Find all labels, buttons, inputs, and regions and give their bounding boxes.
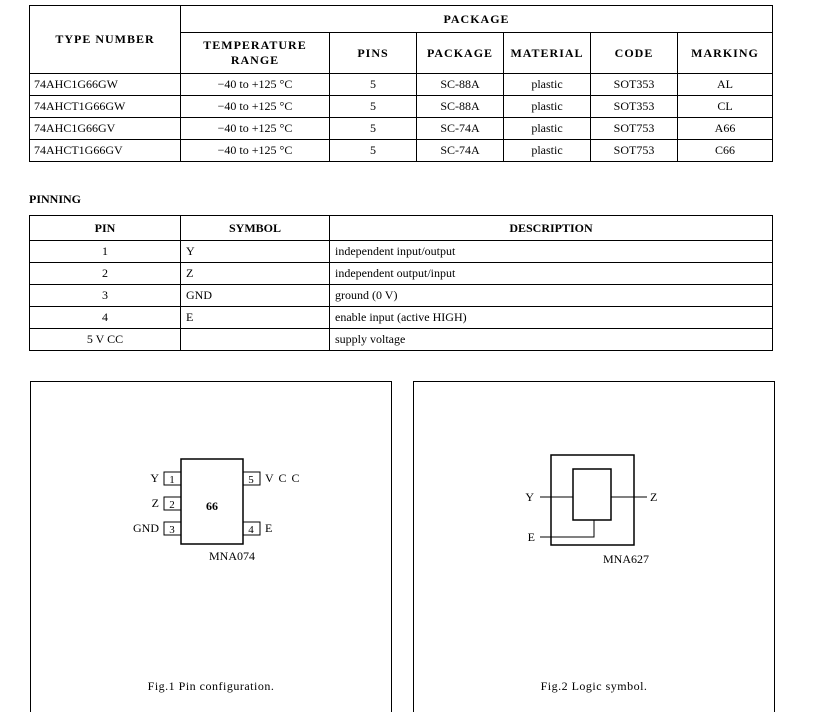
pin-cell: 1 bbox=[29, 240, 181, 263]
pin-3-name: GND bbox=[133, 521, 159, 535]
pin-cell: 2 bbox=[29, 262, 181, 285]
ordering-row: 74AHCT1G66GV −40 to +125 °C 5 SC-74A pla… bbox=[29, 139, 773, 162]
package-cell: SC-88A bbox=[416, 95, 504, 118]
symbol-cell: Y bbox=[180, 240, 330, 263]
code-cell: SOT753 bbox=[590, 139, 678, 162]
marking-cell: C66 bbox=[677, 139, 773, 162]
ordering-row: 74AHC1G66GV −40 to +125 °C 5 SC-74A plas… bbox=[29, 117, 773, 140]
pins-cell: 5 bbox=[329, 139, 417, 162]
pin-1-name: Y bbox=[150, 471, 159, 485]
pin-configuration-figure: 66 1 Y 2 Z 3 GND 5 V C C 4 E MNA074 Fig.… bbox=[30, 381, 392, 712]
description-header: DESCRIPTION bbox=[329, 215, 773, 241]
code-cell: SOT353 bbox=[590, 95, 678, 118]
col-package: PACKAGE bbox=[416, 32, 504, 74]
switch-box bbox=[572, 468, 612, 521]
marking-cell: A66 bbox=[677, 117, 773, 140]
package-cell: SC-88A bbox=[416, 73, 504, 96]
pins-cell: 5 bbox=[329, 73, 417, 96]
figure2-ref: MNA627 bbox=[603, 552, 649, 566]
input-label: Y bbox=[525, 490, 534, 504]
col-temperature-range: TEMPERATURE RANGE bbox=[180, 32, 330, 74]
description-cell: ground (0 V) bbox=[329, 284, 773, 307]
type-number-cell: 74AHC1G66GV bbox=[29, 117, 181, 140]
symbol-cell: GND bbox=[180, 284, 330, 307]
pin-5-number: 5 bbox=[248, 474, 254, 486]
output-label: Z bbox=[650, 490, 657, 504]
ordering-row: 74AHCT1G66GW −40 to +125 °C 5 SC-88A pla… bbox=[29, 95, 773, 118]
pin-cell: 5 V CC bbox=[29, 328, 181, 351]
pin-1-lead bbox=[163, 471, 182, 486]
pin-4-name: E bbox=[265, 521, 272, 535]
symbol-cell: E bbox=[180, 306, 330, 329]
symbol-cell bbox=[180, 328, 330, 351]
symbol-header: SYMBOL bbox=[180, 215, 330, 241]
material-cell: plastic bbox=[503, 139, 591, 162]
description-cell: enable input (active HIGH) bbox=[329, 306, 773, 329]
pin-3-lead bbox=[163, 521, 182, 536]
pin-5-name: V C C bbox=[265, 471, 300, 485]
pinning-title: PINNING bbox=[29, 192, 82, 206]
pinning-table: PIN SYMBOL DESCRIPTION 1 Y independent i… bbox=[29, 215, 773, 351]
code-cell: SOT753 bbox=[590, 117, 678, 140]
figure1-caption: Fig.1 Pin configuration. bbox=[147, 679, 275, 693]
code-cell: SOT353 bbox=[590, 73, 678, 96]
logic-symbol-figure: Y Z E MNA627 Fig.2 Logic symbol. bbox=[413, 381, 775, 712]
pin-cell: 4 bbox=[29, 306, 181, 329]
marking-cell: AL bbox=[677, 73, 773, 96]
temp-cell: −40 to +125 °C bbox=[180, 73, 330, 96]
ordering-row: 74AHC1G66GW −40 to +125 °C 5 SC-88A plas… bbox=[29, 73, 773, 96]
package-cell: SC-74A bbox=[416, 139, 504, 162]
col-pins: PINS bbox=[329, 32, 417, 74]
pin-2-name: Z bbox=[152, 496, 159, 510]
col-marking: MARKING bbox=[677, 32, 773, 74]
logic-symbol-diagram: Y Z E MNA627 bbox=[525, 454, 657, 566]
chip-body bbox=[180, 458, 244, 545]
figure1-ref: MNA074 bbox=[209, 549, 255, 563]
pinning-row: 3 GND ground (0 V) bbox=[29, 284, 773, 307]
type-number-cell: 74AHC1G66GW bbox=[29, 73, 181, 96]
pinning-row: 4 E enable input (active HIGH) bbox=[29, 306, 773, 329]
col-code: CODE bbox=[590, 32, 678, 74]
pinning-row: 2 Z independent output/input bbox=[29, 262, 773, 285]
ordering-table: TYPE NUMBER PACKAGE TEMPERATURE RANGE PI… bbox=[29, 5, 773, 162]
material-cell: plastic bbox=[503, 95, 591, 118]
description-cell: supply voltage bbox=[329, 328, 773, 351]
type-number-cell: 74AHCT1G66GV bbox=[29, 139, 181, 162]
pin-configuration-diagram: 66 1 Y 2 Z 3 GND 5 V C C 4 E MNA074 bbox=[133, 458, 300, 563]
col-material: MATERIAL bbox=[503, 32, 591, 74]
marking-cell: CL bbox=[677, 95, 773, 118]
pin-5-lead bbox=[242, 471, 261, 486]
material-cell: plastic bbox=[503, 73, 591, 96]
temp-cell: −40 to +125 °C bbox=[180, 95, 330, 118]
pin-2-lead bbox=[163, 496, 182, 511]
pins-cell: 5 bbox=[329, 95, 417, 118]
pin-3-number: 3 bbox=[169, 524, 175, 536]
temp-cell: −40 to +125 °C bbox=[180, 139, 330, 162]
description-cell: independent input/output bbox=[329, 240, 773, 263]
pin-4-number: 4 bbox=[248, 524, 254, 536]
pin-2-number: 2 bbox=[169, 499, 175, 511]
pins-cell: 5 bbox=[329, 117, 417, 140]
temp-cell: −40 to +125 °C bbox=[180, 117, 330, 140]
pin-4-lead bbox=[242, 521, 261, 536]
type-number-header: TYPE NUMBER bbox=[29, 5, 181, 74]
chip-label: 66 bbox=[206, 499, 218, 513]
pin-cell: 3 bbox=[29, 284, 181, 307]
type-number-cell: 74AHCT1G66GW bbox=[29, 95, 181, 118]
enable-line bbox=[540, 520, 595, 538]
material-cell: plastic bbox=[503, 117, 591, 140]
pin-header: PIN bbox=[29, 215, 181, 241]
pin-1-number: 1 bbox=[169, 474, 175, 486]
pinning-row: 1 Y independent input/output bbox=[29, 240, 773, 263]
outer-box bbox=[550, 454, 635, 546]
figure2-caption: Fig.2 Logic symbol. bbox=[540, 679, 648, 693]
pinning-row: 5 V CC supply voltage bbox=[29, 328, 773, 351]
package-header: PACKAGE bbox=[180, 5, 773, 33]
enable-label: E bbox=[528, 530, 535, 544]
symbol-cell: Z bbox=[180, 262, 330, 285]
package-cell: SC-74A bbox=[416, 117, 504, 140]
description-cell: independent output/input bbox=[329, 262, 773, 285]
